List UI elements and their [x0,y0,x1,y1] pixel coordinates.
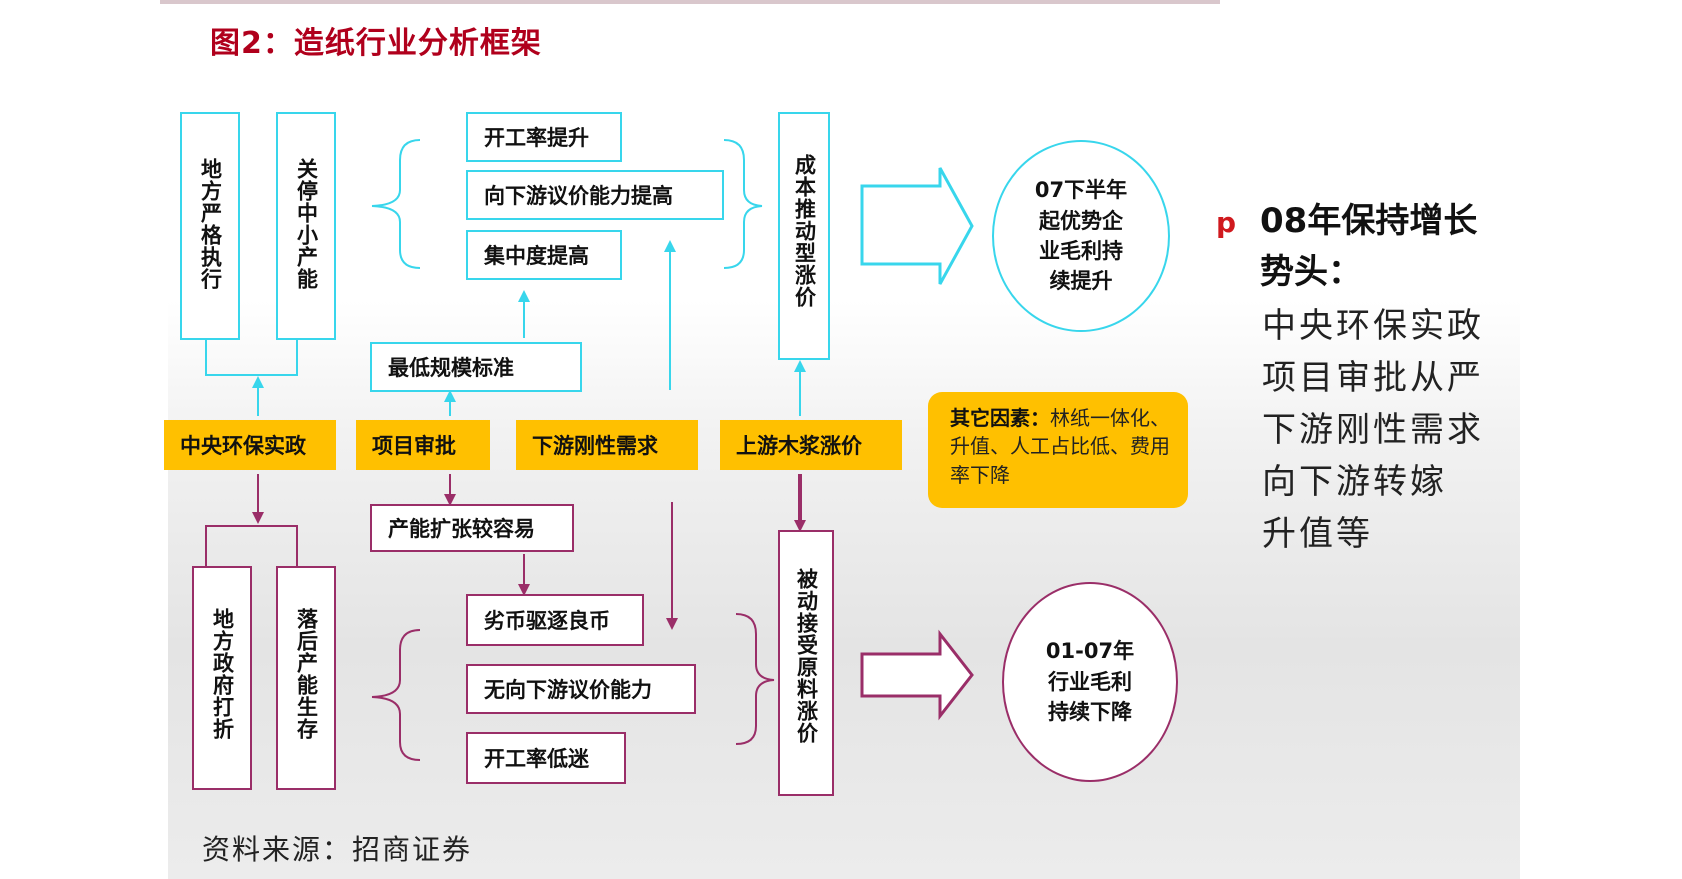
box-capacity-expansion: 产能扩张较容易 [370,504,574,552]
list-item: 升值等 [1262,514,1373,554]
list-item: 项目审批从严 [1262,358,1484,398]
top-accent-bar [160,0,1220,4]
box-local-strict: 地方严格执行 [180,112,240,340]
box-bargain-power-up: 向下游议价能力提高 [466,170,724,220]
bottom-right-brace [735,613,775,745]
driver-project-approval: 项目审批 [356,420,490,470]
top-right-brace [723,139,763,269]
list-item: 向下游转嫁 [1262,462,1447,502]
box-bad-money: 劣币驱逐良币 [466,594,644,646]
box-min-scale: 最低规模标准 [370,342,582,392]
bottom-bracket-connector [205,525,298,566]
background-landscape [168,300,1520,879]
other-factors-text: 林纸一体化、升值、人工占比低、费用率下降 [950,406,1170,487]
box-backward-capacity-survive: 落后产能生存 [276,566,336,790]
box-close-small-capacity: 关停中小产能 [276,112,336,340]
other-factors-box: 其它因素：林纸一体化、升值、人工占比低、费用率下降 [928,392,1188,508]
right-list: 中央环保实政 项目审批从严 下游刚性需求 向下游转嫁 升值等 [1262,300,1484,560]
driver-central-env-policy: 中央环保实政 [164,420,336,470]
list-item: 中央环保实政 [1262,306,1484,346]
bottom-hollow-arrow [860,629,974,721]
box-no-bargain-power: 无向下游议价能力 [466,664,696,714]
box-concentration-up: 集中度提高 [466,230,622,280]
box-local-gov-discount: 地方政府打折 [192,566,252,790]
bullet-icon: p [1216,206,1237,239]
box-passive-price-accept: 被动接受原料涨价 [778,530,834,796]
box-utilization-low: 开工率低迷 [466,732,626,784]
right-heading: 08年保持增长 势头： [1260,201,1478,292]
top-hollow-arrow [860,167,974,285]
top-left-brace [371,139,421,269]
list-item: 下游刚性需求 [1262,410,1484,450]
box-cost-push: 成本推动型涨价 [778,112,830,360]
outcome-top-ellipse: 07下半年 起优势企 业毛利持 续提升 [992,140,1170,332]
driver-pulp-price-rise: 上游木浆涨价 [720,420,902,470]
other-factors-label: 其它因素： [950,406,1050,430]
bottom-left-brace [371,629,421,761]
driver-rigid-demand: 下游刚性需求 [516,420,698,470]
top-bracket-connector [205,340,298,376]
figure-title: 图2：造纸行业分析框架 [210,26,542,61]
source-note: 资料来源：招商证券 [202,833,473,866]
outcome-bottom-ellipse: 01-07年 行业毛利 持续下降 [1002,582,1178,782]
box-utilization-up: 开工率提升 [466,112,622,162]
